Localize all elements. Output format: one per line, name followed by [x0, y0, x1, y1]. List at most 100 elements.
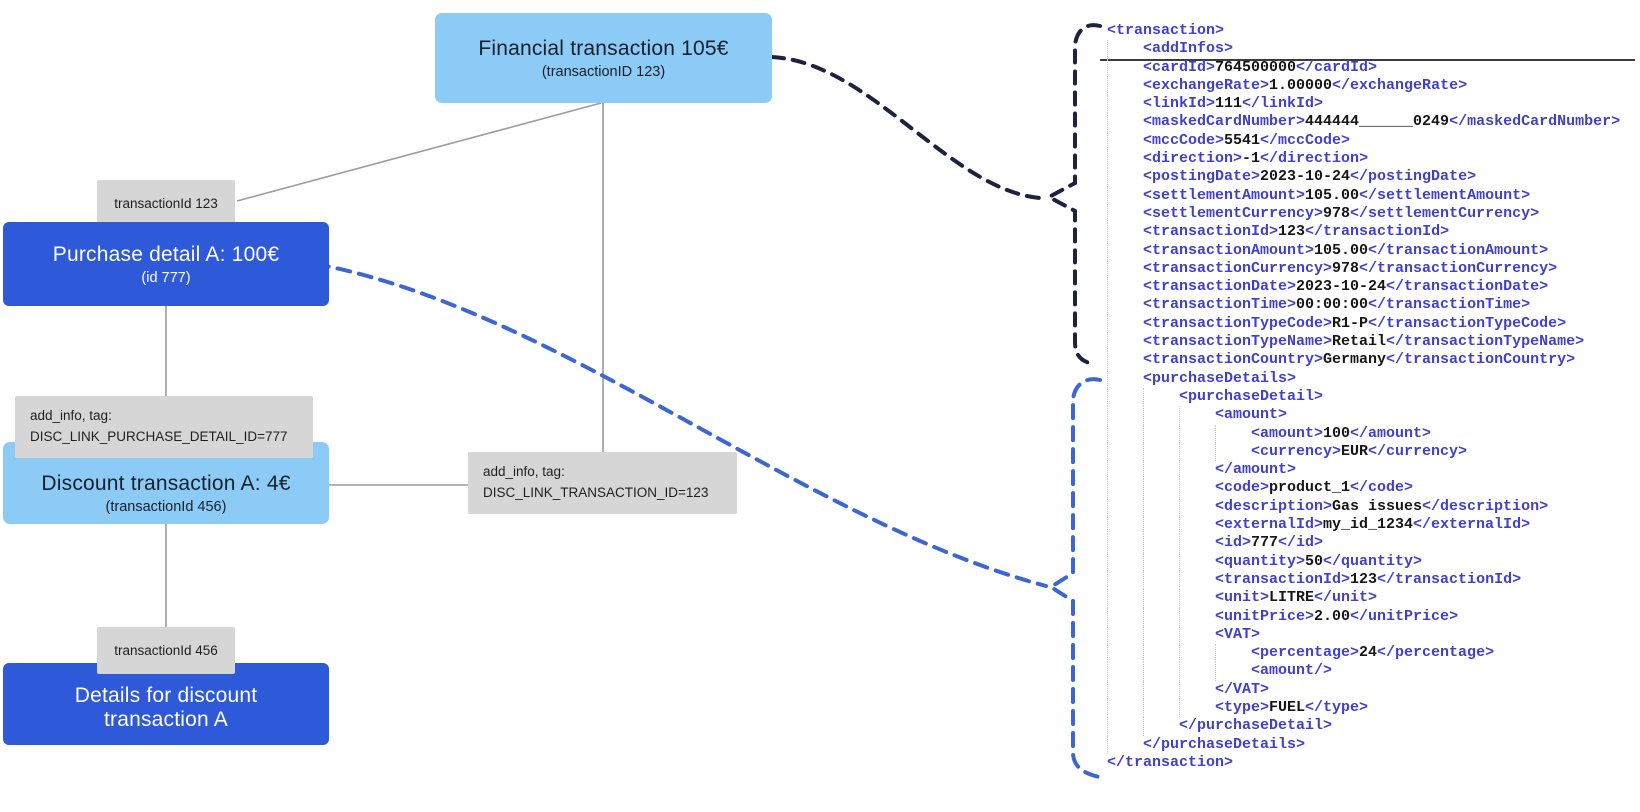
xml-value: 100	[1323, 424, 1351, 442]
indent-guide	[1143, 625, 1179, 645]
xml-tag: </transactionId>	[1377, 570, 1522, 588]
addinfos-underline	[1100, 59, 1635, 61]
indent-guide	[1107, 150, 1143, 169]
discount-transaction-title: Discount transaction A: 4€	[41, 471, 291, 495]
xml-value: 978	[1332, 259, 1360, 277]
xml-line: <settlementAmount>105.00</settlementAmou…	[1107, 186, 1620, 205]
purchase-detail-subtitle: (id 777)	[141, 269, 191, 286]
xml-value: Gas issues	[1332, 497, 1423, 515]
xml-tag: </transactionTypeName>	[1386, 333, 1585, 351]
xml-tag: <amount>	[1215, 406, 1288, 424]
xml-value: 50	[1305, 552, 1324, 570]
xml-tag: <mccCode>	[1143, 131, 1225, 149]
indent-guide	[1107, 497, 1143, 517]
xml-value: LITRE	[1269, 589, 1315, 607]
xml-tag: <unit>	[1215, 589, 1270, 607]
indent-guide	[1179, 589, 1215, 608]
xml-tag: <postingDate>	[1143, 168, 1261, 186]
indent-guide	[1107, 387, 1143, 407]
xml-tag: </maskedCardNumber>	[1449, 113, 1621, 131]
indent-guide	[1107, 607, 1143, 626]
xml-tag: </code>	[1350, 479, 1414, 497]
indent-guide	[1143, 607, 1179, 626]
xml-value: 24	[1359, 644, 1378, 662]
indent-guide	[1179, 607, 1215, 626]
xml-tag: </amount>	[1350, 424, 1432, 442]
xml-tag: </id>	[1278, 534, 1324, 552]
xml-line: </amount>	[1107, 461, 1620, 480]
xml-tag: </transactionId>	[1305, 223, 1450, 241]
indent-guide	[1107, 625, 1143, 645]
xml-value: 1.00000	[1269, 76, 1333, 94]
indent-guide	[1107, 698, 1143, 718]
xml-tag: <id>	[1215, 534, 1252, 552]
indent-guide	[1143, 516, 1179, 535]
addinfo-purchase-line2: DISC_LINK_PURCHASE_DETAIL_ID=777	[30, 428, 288, 444]
indent-guide	[1107, 296, 1143, 315]
xml-value: 978	[1323, 204, 1351, 222]
xml-tag: </transactionCurrency>	[1359, 259, 1558, 277]
edge-label-transaction-id-456: transactionId 456	[97, 627, 235, 674]
indent-guide	[1143, 461, 1179, 480]
xml-tag: <cardId>	[1143, 58, 1216, 76]
xml-tag: </transactionCountry>	[1386, 351, 1576, 369]
indent-guide	[1107, 95, 1143, 114]
xml-tag: </transactionTypeCode>	[1368, 314, 1567, 332]
discount-details-box: Details for discount transaction A	[3, 663, 329, 745]
xml-tag: <transactionId>	[1215, 570, 1351, 588]
xml-line: <transactionId>123</transactionId>	[1107, 570, 1620, 590]
indent-guide	[1107, 461, 1143, 480]
xml-value: 764500000	[1215, 58, 1297, 76]
xml-value: 444444______0249	[1305, 113, 1450, 131]
edge-label-text: transactionId 123	[114, 196, 218, 211]
indent-guide	[1107, 570, 1143, 590]
xml-tag: </settlementCurrency>	[1350, 204, 1540, 222]
xml-value: 123	[1278, 223, 1306, 241]
indent-guide	[1143, 589, 1179, 608]
xml-tag: </transactionDate>	[1386, 278, 1549, 296]
xml-line: <maskedCardNumber>444444______0249</mask…	[1107, 113, 1621, 132]
indent-guide	[1143, 497, 1179, 517]
xml-line: <transactionTypeCode>R1-P</transactionTy…	[1107, 314, 1620, 334]
xml-tag: <direction>	[1143, 150, 1243, 168]
indent-guide	[1107, 680, 1143, 699]
xml-line: <purchaseDetail>	[1107, 387, 1620, 407]
xml-tag: <transactionTime>	[1143, 296, 1297, 314]
xml-value: 105.00	[1314, 241, 1369, 259]
indent-guide	[1107, 369, 1143, 388]
xml-line: </transaction>	[1107, 754, 1620, 772]
xml-tag: <transactionAmount>	[1143, 241, 1315, 259]
xml-tag: </unitPrice>	[1350, 607, 1459, 625]
indent-guide	[1107, 351, 1143, 370]
indent-guide	[1143, 424, 1179, 443]
xml-line: <transactionTypeName>Retail</transaction…	[1107, 333, 1620, 352]
indent-guide	[1143, 406, 1179, 425]
indent-guide	[1107, 76, 1143, 96]
xml-tag: <purchaseDetails>	[1143, 369, 1297, 387]
addinfo-transaction-label: add_info, tag: DISC_LINK_TRANSACTION_ID=…	[468, 452, 737, 514]
xml-tag: <code>	[1215, 479, 1270, 497]
xml-line: <amount>100</amount>	[1107, 424, 1620, 443]
xml-value: R1-P	[1332, 314, 1369, 332]
indent-guide	[1107, 479, 1143, 498]
xml-tag: </linkId>	[1242, 95, 1324, 113]
addinfo-purchase-line1: add_info, tag:	[30, 408, 112, 423]
indent-guide	[1143, 680, 1179, 699]
xml-tag: </cardId>	[1296, 58, 1378, 76]
xml-tag: <maskedCardNumber>	[1143, 113, 1306, 131]
xml-line: </VAT>	[1107, 680, 1620, 699]
line-financial-to-label123	[236, 102, 602, 202]
indent-guide	[1179, 625, 1215, 645]
brace-transaction-section	[1044, 23, 1102, 366]
indent-guide	[1143, 662, 1179, 681]
xml-tag: </direction>	[1260, 150, 1369, 168]
indent-guide	[1107, 113, 1143, 132]
xml-line: <transactionId>123</transactionId>	[1107, 223, 1620, 242]
xml-tag: <linkId>	[1143, 95, 1216, 113]
xml-snippet: <transaction><addInfos><cardId>764500000…	[1107, 22, 1620, 772]
xml-tag: <settlementAmount>	[1143, 186, 1306, 204]
indent-guide	[1215, 424, 1251, 443]
indent-guide	[1179, 516, 1215, 535]
xml-line: <transactionCountry>Germany</transaction…	[1107, 351, 1620, 370]
addinfo-purchase-detail-label: add_info, tag: DISC_LINK_PURCHASE_DETAIL…	[15, 396, 313, 458]
